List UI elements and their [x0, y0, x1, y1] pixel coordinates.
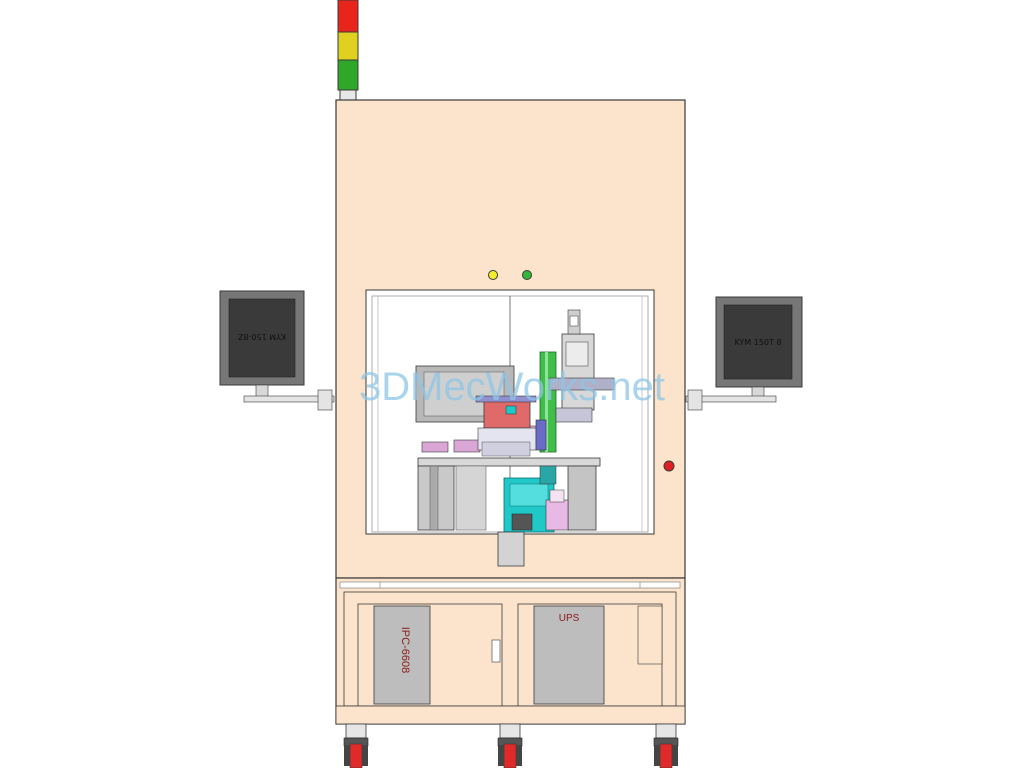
lower-cabinet	[335, 577, 686, 725]
monitor-left	[219, 290, 335, 411]
stack-light-tower	[337, 0, 359, 101]
indicator-light-green	[522, 270, 532, 280]
monitor-left-label: KYM 150-8Z	[237, 332, 286, 341]
indicator-light-yellow	[488, 270, 498, 280]
ipc-label: IPC-6608	[399, 627, 411, 673]
internal-mechanism	[415, 309, 615, 567]
caster-right	[653, 723, 679, 768]
stack-light-yellow	[337, 31, 359, 61]
stack-light-base	[339, 89, 357, 101]
monitor-arm-left	[243, 395, 335, 403]
caster-middle	[497, 723, 523, 768]
monitor-right-label: KYM 150T 8	[734, 338, 781, 347]
ups-label: UPS	[559, 613, 580, 624]
monitor-arm-right	[685, 395, 777, 403]
caster-left	[343, 723, 369, 768]
watermark-text: 3DMecWorks.net	[359, 365, 665, 409]
stack-light-red	[337, 0, 359, 33]
emergency-stop-button	[663, 460, 675, 472]
stack-light-green	[337, 59, 359, 91]
door-handle-left	[491, 639, 501, 663]
monitor-right	[685, 296, 803, 411]
